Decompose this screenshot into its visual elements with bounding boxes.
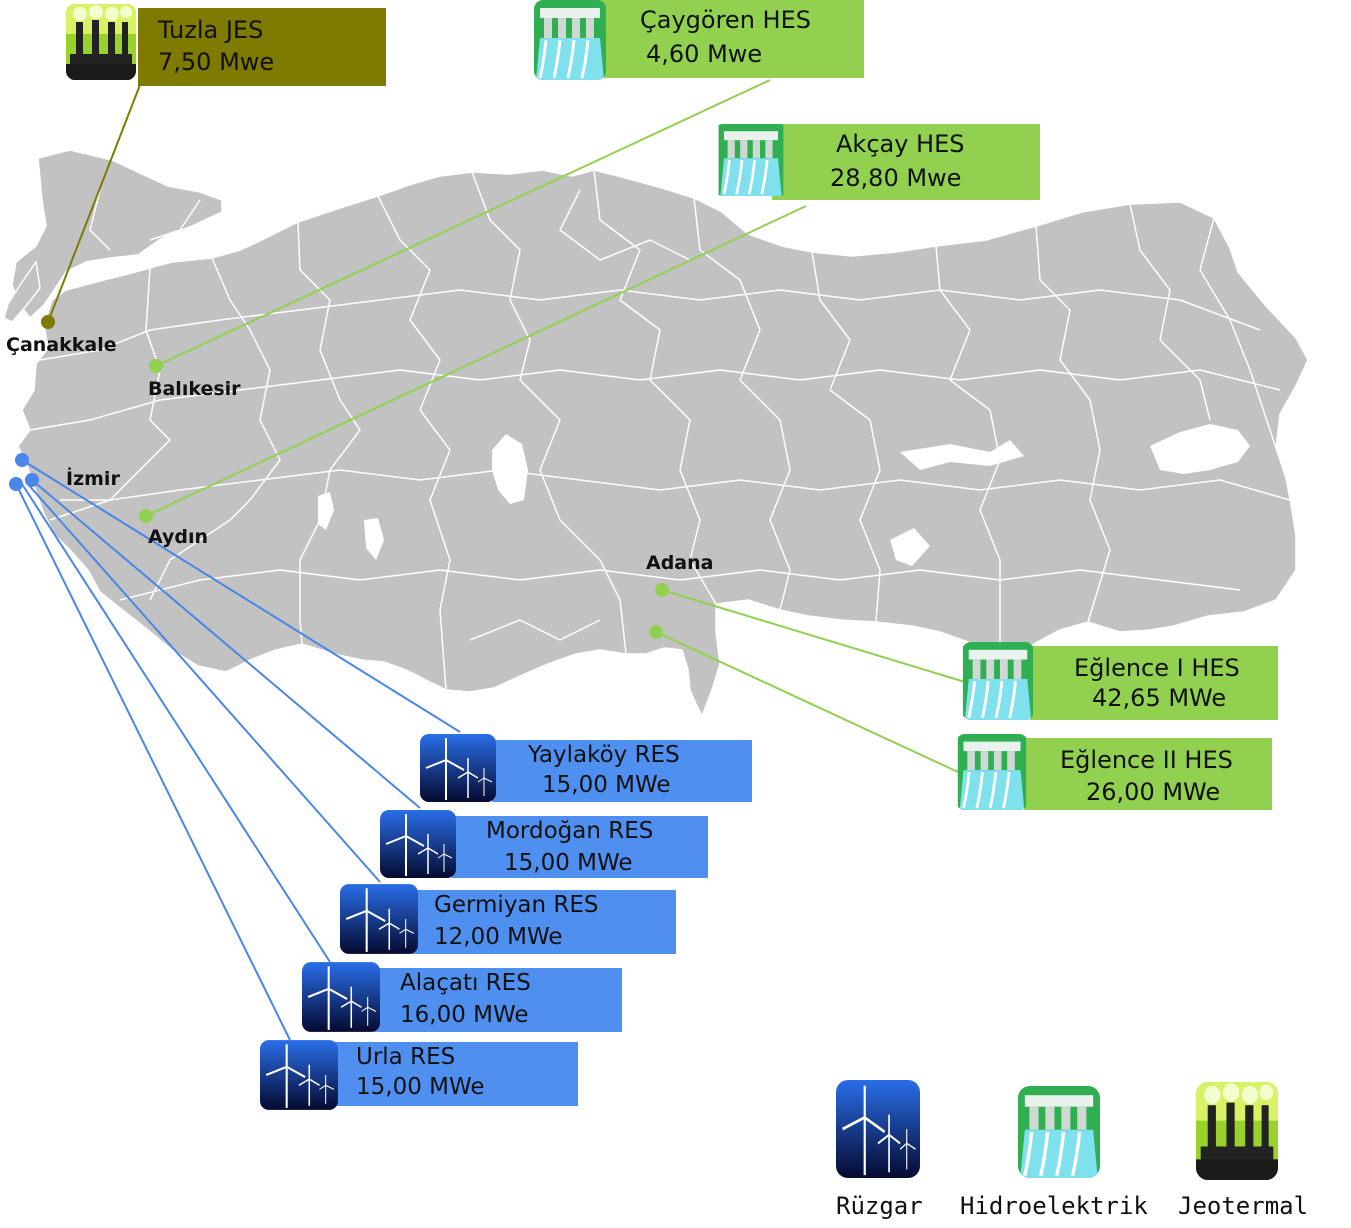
- callout-mordogan: Mordoğan RES 15,00 MWe: [452, 816, 708, 878]
- hydro-dam-icon: [956, 734, 1028, 810]
- legend-label-wind: Rüzgar: [836, 1192, 923, 1220]
- hydro-dam-icon: [714, 124, 788, 196]
- plant-name: Çaygören HES: [640, 6, 811, 34]
- keban-dam-lake: [900, 440, 1024, 470]
- urla-connector: [15, 483, 291, 1041]
- anatolia-region: [17, 169, 1309, 718]
- wind-marker-1: [15, 453, 29, 467]
- city-label-aydin: Aydın: [148, 526, 209, 548]
- plant-capacity: 28,80 Mwe: [830, 164, 962, 192]
- legend-wind-turbine-icon: [836, 1080, 920, 1178]
- wind-turbine-icon: [340, 884, 418, 954]
- city-label-izmir: İzmir: [66, 468, 120, 490]
- callout-germiyan: Germiyan RES 12,00 MWe: [412, 890, 676, 954]
- city-label-adana: Adana: [646, 552, 714, 574]
- callout-tuzla: Tuzla JES 7,50 Mwe: [138, 8, 386, 86]
- plant-name: Akçay HES: [836, 130, 965, 158]
- gelibolu-peninsula: [3, 260, 41, 323]
- legend-label-geo: Jeotermal: [1178, 1192, 1309, 1220]
- wind-turbine-icon: [380, 810, 456, 878]
- callout-caygoren: Çaygören HES 4,60 Mwe: [596, 0, 864, 78]
- eglence1-connector: [661, 589, 966, 683]
- city-label-balikesir: Balıkesir: [148, 378, 241, 400]
- province-borders: [29, 169, 1291, 691]
- callout-akcay: Akçay HES 28,80 Mwe: [772, 124, 1040, 200]
- site-markers: [9, 315, 669, 639]
- caygoren-connector: [155, 79, 771, 367]
- plant-capacity: 16,00 MWe: [400, 1002, 529, 1028]
- alacati-connector: [21, 483, 331, 963]
- germiyan-connector: [25, 481, 381, 883]
- akcay-connector: [145, 205, 807, 517]
- plant-capacity: 26,00 MWe: [1086, 778, 1221, 806]
- plant-name: Mordoğan RES: [486, 818, 654, 844]
- thrace-region: [11, 149, 223, 320]
- plant-capacity: 15,00 MWe: [542, 772, 671, 798]
- tuzla-connector: [47, 71, 146, 323]
- city-label-canakkale: Çanakkale: [6, 334, 117, 356]
- hydro-dam-icon: [534, 0, 606, 80]
- callout-alacati: Alaçatı RES 16,00 MWe: [374, 968, 622, 1032]
- eglence2-connector: [655, 631, 959, 773]
- ataturk-dam-lake: [890, 528, 930, 566]
- akcay-marker: [139, 509, 153, 523]
- eglence1-marker: [655, 583, 669, 597]
- hydro-dam-icon: [962, 642, 1034, 720]
- plant-capacity: 15,00 MWe: [356, 1074, 485, 1100]
- caygoren-marker: [149, 359, 163, 373]
- plant-name: Germiyan RES: [434, 892, 599, 918]
- legend-geothermal-icon: [1196, 1082, 1278, 1180]
- plant-capacity: 12,00 MWe: [434, 924, 563, 950]
- plant-capacity: 15,00 MWe: [504, 850, 633, 876]
- geothermal-icon: [66, 4, 136, 80]
- plant-name: Yaylaköy RES: [528, 742, 680, 768]
- wind-turbine-icon: [260, 1040, 338, 1110]
- callout-eglence2: Eğlence II HES 26,00 MWe: [1024, 738, 1272, 810]
- mordogan-connector: [31, 479, 421, 809]
- callout-yaylakoy: Yaylaköy RES 15,00 MWe: [492, 740, 752, 802]
- plant-capacity: 42,65 MWe: [1092, 684, 1227, 712]
- wind-turbine-icon: [420, 734, 496, 802]
- plant-capacity: 4,60 Mwe: [646, 40, 763, 68]
- lake-beysehir: [318, 492, 334, 530]
- connector-lines: [15, 71, 966, 1041]
- yaylakoy-connector: [21, 459, 461, 733]
- wind-marker-2: [25, 473, 39, 487]
- tuzla-marker: [41, 315, 55, 329]
- callout-eglence1: Eğlence I HES 42,65 MWe: [1030, 646, 1278, 720]
- lake-egirdir: [364, 518, 384, 560]
- lake-tuz: [492, 434, 528, 504]
- legend-label-hydro: Hidroelektrik: [960, 1192, 1148, 1220]
- wind-turbine-icon: [302, 962, 380, 1032]
- callout-urla: Urla RES 15,00 MWe: [334, 1042, 578, 1106]
- legend-hydro-dam-icon: [1018, 1086, 1100, 1178]
- plant-name: Eğlence I HES: [1074, 654, 1240, 682]
- plant-name: Eğlence II HES: [1060, 746, 1233, 774]
- plant-name: Alaçatı RES: [400, 970, 531, 996]
- plant-name: Urla RES: [356, 1044, 456, 1070]
- wind-marker-3: [9, 477, 23, 491]
- plant-capacity: 7,50 Mwe: [158, 48, 275, 76]
- plant-name: Tuzla JES: [158, 16, 264, 44]
- eglence2-marker: [649, 625, 663, 639]
- lake-van: [1150, 424, 1250, 474]
